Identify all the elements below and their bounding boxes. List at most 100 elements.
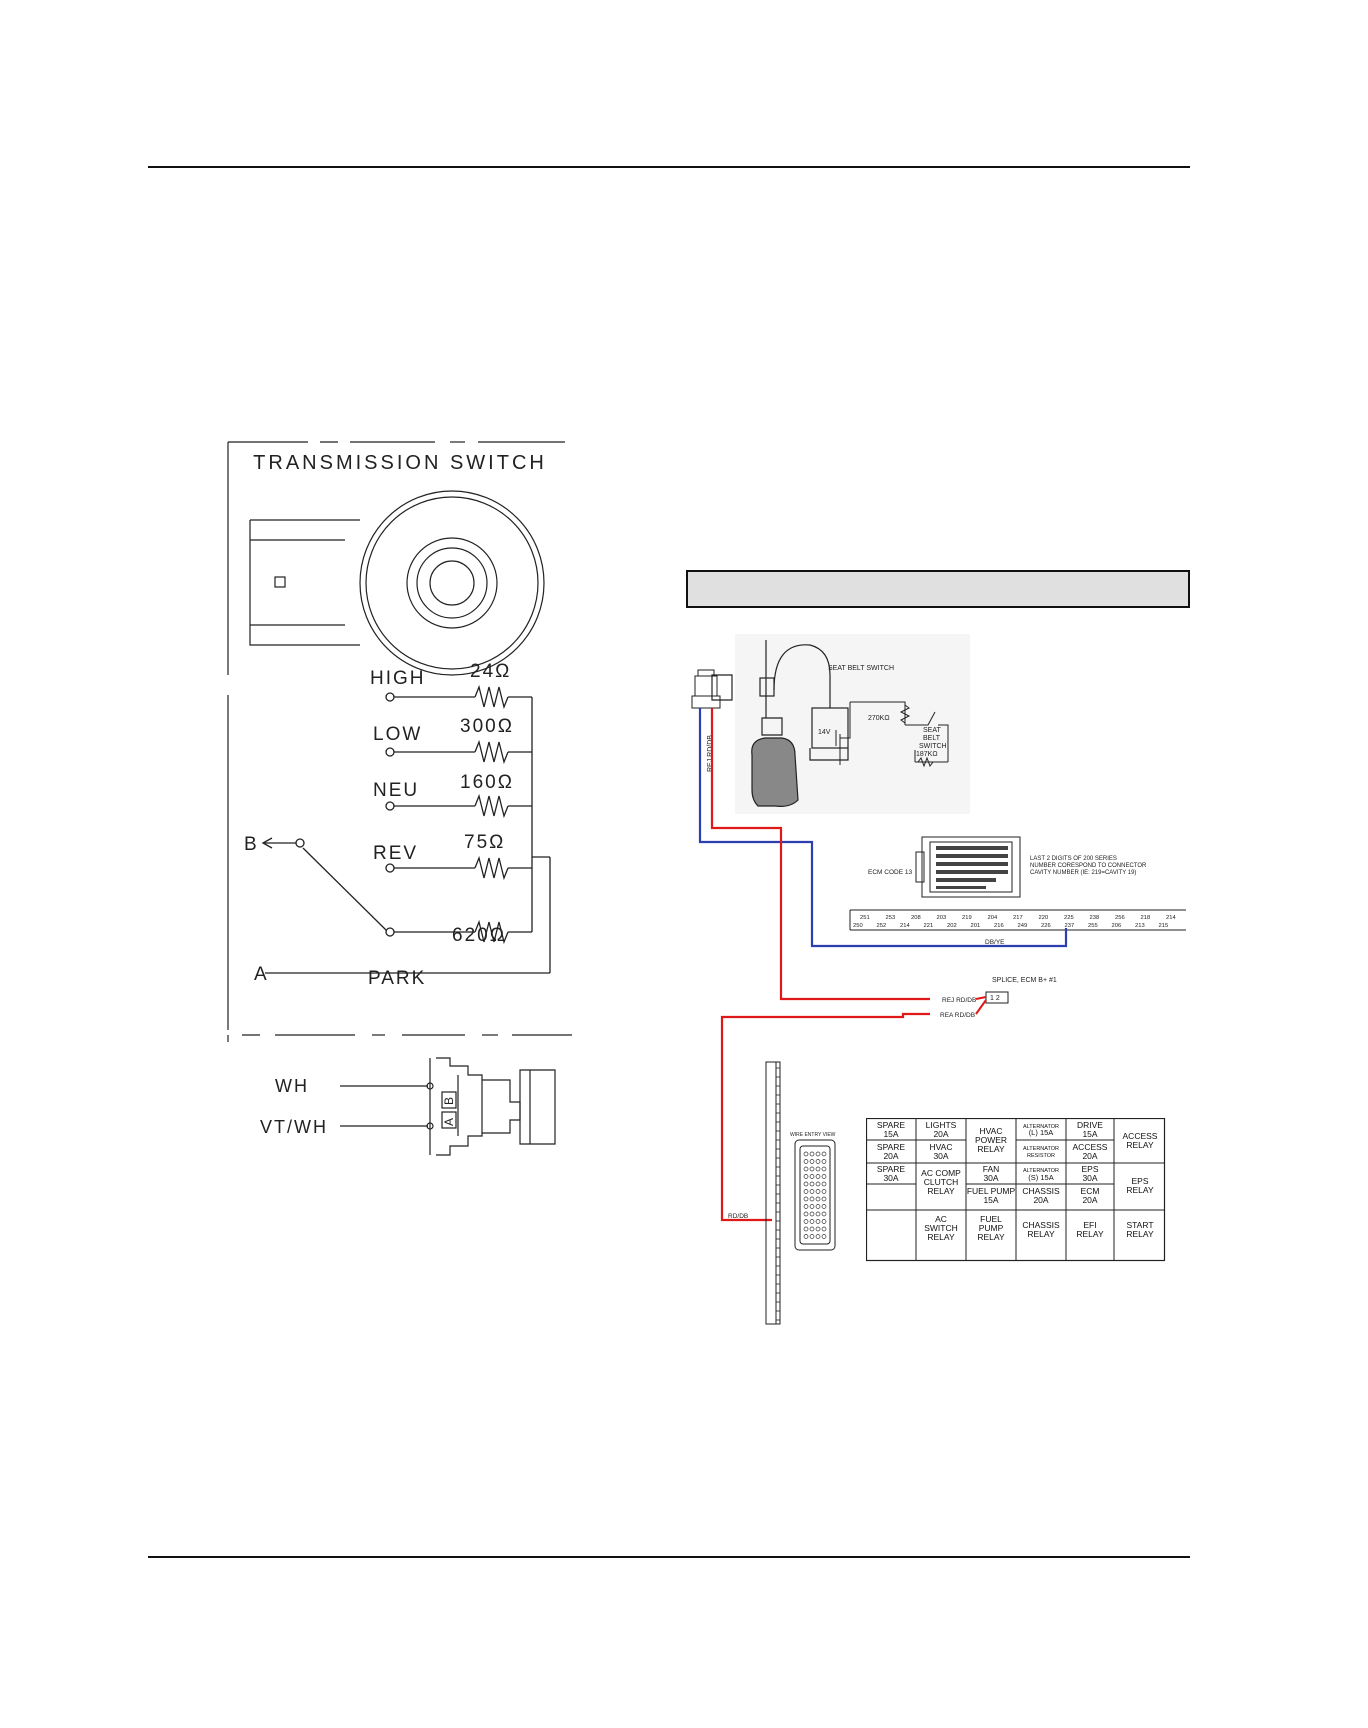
entry-pin bbox=[803, 1159, 809, 1164]
entry-pin bbox=[803, 1204, 809, 1209]
pin-top-218: 218 bbox=[1141, 915, 1151, 921]
entry-pin bbox=[803, 1219, 809, 1224]
switch-body bbox=[249, 490, 545, 676]
entry-pin bbox=[803, 1189, 809, 1194]
entry-pin bbox=[821, 1166, 827, 1172]
entry-pin bbox=[815, 1151, 821, 1157]
wire-entry-label: WIRE ENTRY VIEW bbox=[790, 1132, 836, 1138]
entry-pin bbox=[821, 1219, 827, 1224]
entry-pin bbox=[815, 1189, 821, 1194]
entry-pin bbox=[815, 1234, 821, 1239]
pin-bottom-201: 201 bbox=[971, 923, 981, 929]
entry-pin bbox=[803, 1196, 809, 1202]
transmission-switch-diagram: TRANSMISSION SWITCH bbox=[227, 441, 572, 1156]
seatbelt-switch-drawing bbox=[711, 640, 849, 807]
pin-bottom-206: 206 bbox=[1112, 923, 1122, 929]
pin-b-label: B bbox=[442, 1097, 456, 1105]
r2-label: 187KΩ bbox=[916, 751, 938, 758]
wire-rddb-label: RD/DB bbox=[728, 1213, 748, 1220]
entry-pin bbox=[821, 1189, 827, 1194]
entry-pin bbox=[809, 1226, 815, 1232]
pin-top-203: 203 bbox=[937, 915, 947, 921]
fuse-alternator-l: ALTERNATOR(L) 15A bbox=[1023, 1124, 1059, 1137]
pin-bottom-226: 226 bbox=[1041, 923, 1051, 929]
entry-pin bbox=[803, 1151, 809, 1157]
seat-belt-wiring-diagram: SEAT BELT SWITCH 14V 270KΩ 187KΩ SEAT BE… bbox=[691, 634, 1186, 1325]
entry-pin bbox=[815, 1159, 821, 1164]
entry-pin bbox=[803, 1226, 809, 1232]
pin-top-256: 256 bbox=[1115, 915, 1125, 921]
bottom-rule bbox=[148, 1556, 1190, 1558]
svg-text:SWITCH: SWITCH bbox=[919, 743, 947, 750]
top-rule bbox=[148, 166, 1190, 168]
transmission-title: TRANSMISSION SWITCH bbox=[253, 452, 547, 474]
res-park: 620Ω bbox=[452, 925, 506, 946]
wire-wh-label: WH bbox=[275, 1076, 309, 1096]
wire-rej-label: REJ RD/DB bbox=[942, 997, 976, 1004]
entry-pin bbox=[803, 1234, 809, 1239]
wire-connector bbox=[340, 1057, 556, 1156]
fuse-strip bbox=[765, 1061, 781, 1325]
entry-pin bbox=[809, 1234, 815, 1239]
label-rev: REV bbox=[373, 843, 418, 864]
wire-entry-connector bbox=[794, 1139, 836, 1251]
entry-pins bbox=[803, 1151, 827, 1239]
pin-bottom-202: 202 bbox=[947, 923, 957, 929]
pin-bottom-213: 213 bbox=[1135, 923, 1145, 929]
entry-pin bbox=[821, 1226, 827, 1232]
strip-ticks bbox=[776, 1067, 780, 1321]
res-high: 24Ω bbox=[470, 661, 511, 682]
entry-pin bbox=[815, 1166, 821, 1172]
wire-vtwh-label: VT/WH bbox=[260, 1117, 328, 1137]
wires bbox=[698, 708, 1068, 1222]
entry-pin bbox=[815, 1181, 821, 1187]
pin-bottom-237: 237 bbox=[1065, 923, 1075, 929]
entry-pin bbox=[815, 1226, 821, 1232]
entry-pin bbox=[821, 1151, 827, 1157]
entry-pin bbox=[815, 1174, 821, 1179]
pin-strip bbox=[849, 909, 1186, 931]
ecm-connector bbox=[915, 836, 1021, 898]
seatbelt-switch-text: SEAT BELT SWITCH bbox=[919, 727, 947, 750]
entry-pin bbox=[809, 1181, 815, 1187]
pin-top-253: 253 bbox=[886, 915, 896, 921]
ecm-note: LAST 2 DIGITS OF 200 SERIES NUMBER CORES… bbox=[1030, 856, 1148, 876]
pin-a-label: A bbox=[442, 1118, 456, 1126]
res-neu: 160Ω bbox=[460, 772, 514, 793]
entry-pin bbox=[809, 1189, 815, 1194]
entry-pin bbox=[809, 1151, 815, 1157]
label-neu: NEU bbox=[373, 780, 419, 801]
entry-pin bbox=[809, 1166, 815, 1172]
wire-rea-label: REA RD/DB bbox=[940, 1012, 975, 1019]
entry-pin bbox=[809, 1211, 815, 1217]
res-low: 300Ω bbox=[460, 716, 514, 737]
pin-top-225: 225 bbox=[1064, 915, 1074, 921]
small-connector bbox=[691, 669, 721, 709]
entry-pin bbox=[815, 1204, 821, 1209]
pin-bottom-214: 214 bbox=[900, 923, 910, 929]
rej-wire-vertical: REJ RD/DB bbox=[707, 735, 714, 772]
pin-top-208: 208 bbox=[911, 915, 921, 921]
pin-bottom-216: 216 bbox=[994, 923, 1004, 929]
entry-pin bbox=[821, 1211, 827, 1217]
entry-pin bbox=[809, 1196, 815, 1202]
entry-pin bbox=[803, 1211, 809, 1217]
splice-wires bbox=[975, 996, 987, 1015]
terminal-a-label: A bbox=[254, 964, 269, 985]
entry-pin bbox=[821, 1204, 827, 1209]
pin-top-204: 204 bbox=[988, 915, 998, 921]
entry-pin bbox=[815, 1211, 821, 1217]
